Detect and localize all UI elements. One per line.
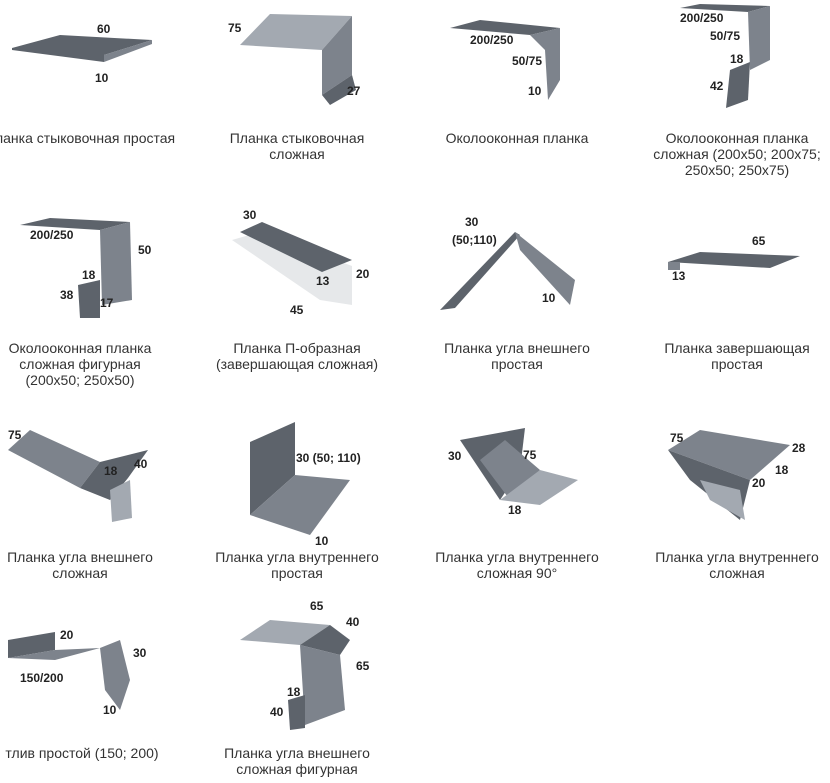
dim-label: 10 (528, 84, 542, 98)
product-caption[interactable]: Планка угла внутреннего сложная (655, 549, 819, 581)
product-caption[interactable]: Планка П-образная (завершающая сложная) (215, 340, 379, 372)
product-caption[interactable]: Планка угла внешнего сложная (7, 549, 153, 581)
dim-label: 17 (100, 296, 114, 310)
dim-label: 50/75 (710, 29, 740, 43)
dim-label: 200/250 (30, 228, 74, 242)
dim-label: 30 (50; 110) (296, 451, 361, 465)
product-image-14: 65 40 65 18 40 (240, 599, 370, 730)
dim-label: 18 (287, 685, 301, 699)
dim-label: 75 (523, 448, 537, 462)
product-caption[interactable]: Околооконная планка (445, 130, 589, 146)
dim-label: 40 (346, 615, 360, 629)
dim-label: 65 (310, 599, 324, 613)
product-image-5: 200/250 50 18 38 17 (20, 218, 152, 318)
dim-label: 65 (752, 234, 766, 248)
dim-label: 30 (448, 449, 462, 463)
product-caption[interactable]: Околооконная планка сложная (200x50; 200… (653, 130, 821, 178)
dim-label: 42 (710, 79, 724, 93)
dim-label: 20 (356, 267, 370, 281)
product-caption[interactable]: Планка угла внутреннего простая (215, 549, 379, 581)
product-image-2: 75 27 (228, 14, 361, 105)
product-caption[interactable]: Планка угла внешнего сложная фигурная (224, 745, 370, 777)
dim-label: (50;110) (452, 233, 497, 247)
dim-label: 18 (508, 503, 522, 517)
dim-label: 20 (752, 476, 766, 490)
product-image-1: 60 10 (12, 22, 152, 85)
dim-label: 45 (290, 303, 304, 317)
product-caption[interactable]: Планка стыковочная сложная (229, 130, 365, 162)
product-image-13: 20 30 150/200 10 (8, 628, 147, 717)
product-caption[interactable]: Планка завершающая простая (664, 340, 810, 372)
dim-label: 13 (672, 269, 686, 283)
dim-label: 30 (243, 208, 257, 222)
dim-label: 10 (315, 534, 329, 548)
dim-label: 150/200 (20, 671, 64, 685)
product-caption[interactable]: тлив простой (150; 200) (5, 745, 159, 761)
product-image-11: 30 75 18 (448, 428, 578, 517)
dim-label: 200/250 (680, 11, 724, 25)
product-image-6: 30 20 13 45 (232, 208, 370, 317)
dim-label: 18 (775, 463, 789, 477)
dim-label: 75 (8, 428, 22, 442)
dim-label: 27 (347, 84, 361, 98)
dim-label: 65 (356, 659, 370, 673)
dim-label: 50 (138, 243, 152, 257)
dim-label: 10 (95, 71, 109, 85)
dim-label: 40 (134, 457, 148, 471)
dim-label: 75 (228, 21, 242, 35)
product-image-8: 65 13 (668, 234, 800, 283)
product-caption[interactable]: Планка угла внешнего простая (444, 340, 590, 372)
product-image-12: 75 28 18 20 (668, 430, 806, 520)
dim-label: 50/75 (512, 54, 542, 68)
product-caption[interactable]: Планка стыковочная простая (0, 130, 176, 146)
dim-label: 75 (670, 431, 684, 445)
dim-label: 18 (82, 268, 96, 282)
dim-label: 30 (133, 646, 147, 660)
dim-label: 28 (792, 441, 806, 455)
dim-label: 20 (60, 628, 74, 642)
dim-label: 40 (270, 705, 284, 719)
dim-label: 18 (104, 464, 118, 478)
product-caption[interactable]: Околооконная планка сложная фигурная (20… (8, 340, 152, 388)
product-image-7: 30 (50;110) 10 (440, 215, 575, 310)
product-image-9: 75 18 40 (8, 428, 148, 522)
dim-label: 10 (542, 291, 556, 305)
product-image-4: 200/250 50/75 18 42 (680, 4, 770, 108)
dim-label: 10 (103, 703, 117, 717)
product-caption[interactable]: Планка угла внутреннего сложная 90° (435, 549, 599, 581)
dim-label: 200/250 (470, 33, 514, 47)
product-image-10: 30 (50; 110) 10 (250, 422, 361, 548)
dim-label: 13 (316, 274, 330, 288)
product-image-3: 200/250 50/75 10 (450, 20, 560, 100)
dim-label: 38 (60, 288, 74, 302)
dim-label: 18 (730, 52, 744, 66)
dim-label: 30 (465, 215, 479, 229)
dim-label: 60 (97, 22, 111, 36)
